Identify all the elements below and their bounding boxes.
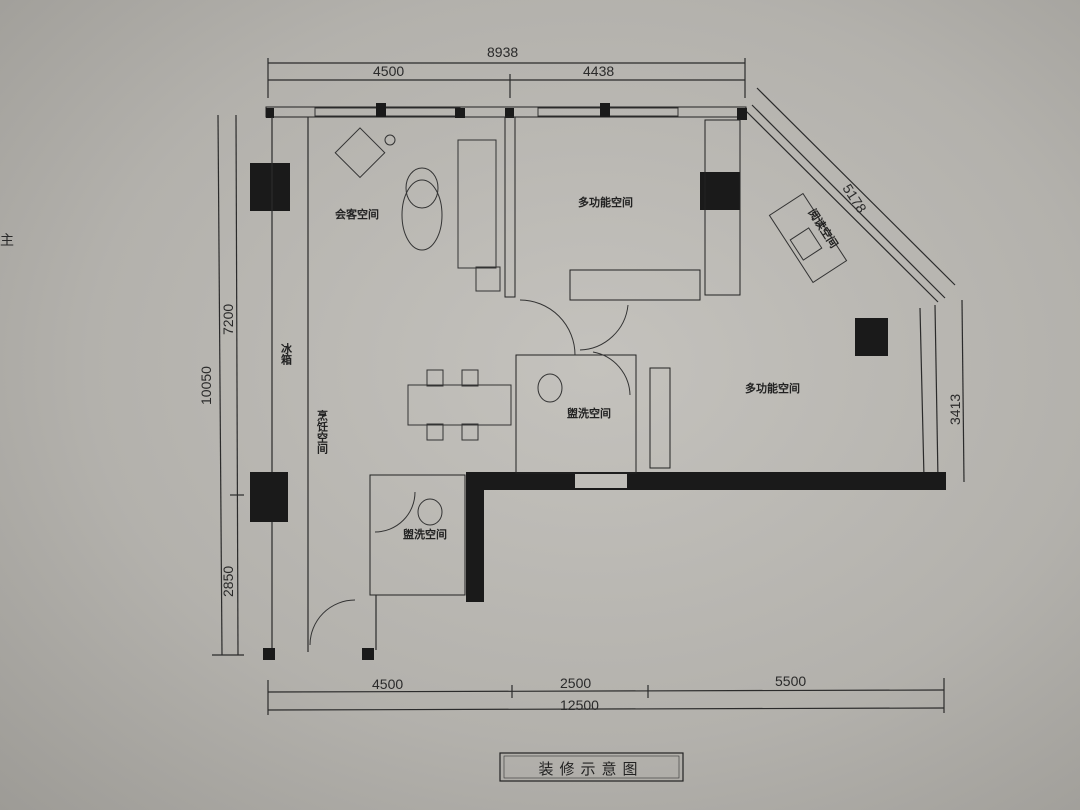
left-dimensions: 10050 7200 2850 (198, 114, 244, 656)
dim-left-upper: 7200 (220, 304, 236, 335)
room-reading: 阅读空间 (805, 206, 841, 251)
dim-top-left: 4500 (373, 63, 404, 79)
dim-left-lower: 2850 (220, 566, 236, 597)
room-multi-lower: 多功能空间 (745, 381, 800, 395)
dim-top-right: 4438 (583, 63, 614, 79)
room-washroom-1: 盥洗空间 (567, 406, 611, 420)
dim-diagonal: 5178 (839, 181, 869, 216)
dim-left-total: 10050 (198, 366, 214, 405)
top-dimensions: 8938 4500 4438 (267, 44, 746, 98)
right-dimension: 3413 (947, 299, 965, 483)
plan-title: 装修示意图 (499, 752, 684, 782)
diagonal-dimension: 5178 (756, 87, 956, 286)
plan-title-text: 装修示意图 (538, 760, 643, 778)
dim-top-total: 8938 (487, 44, 518, 60)
room-cooking: 烹饪空间 (316, 409, 330, 455)
room-washroom-2: 盥洗空间 (403, 527, 447, 541)
edge-text-fragment: 主 (0, 232, 14, 248)
furniture (309, 127, 848, 646)
room-multi-upper: 多功能空间 (578, 195, 633, 209)
dim-bottom-mid: 2500 (560, 675, 591, 691)
dim-bottom-left: 4500 (372, 676, 403, 692)
room-reception: 会客空间 (335, 207, 379, 221)
walls (250, 103, 946, 660)
dim-bottom-right: 5500 (775, 673, 806, 689)
dim-right-side: 3413 (947, 394, 963, 425)
room-fridge: 冰箱 (280, 342, 293, 366)
dim-bottom-total: 12500 (560, 697, 599, 713)
bottom-dimensions: 4500 2500 5500 12500 (267, 673, 945, 715)
